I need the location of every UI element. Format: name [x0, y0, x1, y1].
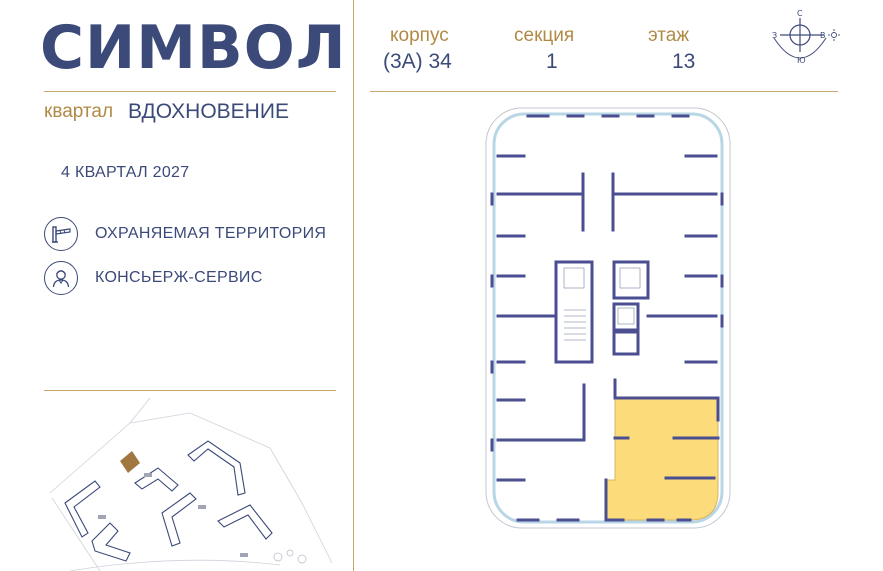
korpus-label: корпус [390, 25, 449, 46]
feature-concierge: КОНСЬЕРЖ-СЕРВИС [44, 261, 263, 295]
concierge-icon [44, 261, 78, 295]
quarter-name: ВДОХНОВЕНИЕ [128, 100, 289, 123]
building-marker [120, 451, 140, 473]
divider [44, 390, 336, 391]
feature-label: ОХРАНЯЕМАЯ ТЕРРИТОРИЯ [95, 225, 327, 242]
compass-north: С [797, 9, 803, 18]
compass-west: З [772, 31, 777, 40]
divider [370, 91, 838, 92]
section-label: секция [514, 25, 575, 46]
completion-date: 4 КВАРТАЛ 2027 [61, 164, 190, 181]
korpus-value: (3А) 34 [383, 50, 452, 73]
vertical-divider [353, 0, 354, 571]
compass-icon: С Ю З В [772, 9, 840, 65]
compass-east: В [820, 31, 826, 40]
section-value: 1 [546, 50, 558, 73]
divider [44, 91, 336, 92]
floor-value: 13 [672, 50, 696, 73]
floor-plan [485, 107, 731, 529]
feature-label: КОНСЬЕРЖ-СЕРВИС [95, 269, 263, 286]
site-plan [49, 397, 333, 571]
selected-apartment[interactable] [605, 397, 719, 521]
logo: СИМВОЛ [40, 13, 347, 83]
quarter-label: квартал [44, 101, 114, 122]
floor-label: этаж [648, 25, 690, 46]
compass-south: Ю [797, 56, 806, 65]
feature-security: ОХРАНЯЕМАЯ ТЕРРИТОРИЯ [44, 217, 326, 251]
barrier-icon [44, 217, 78, 251]
